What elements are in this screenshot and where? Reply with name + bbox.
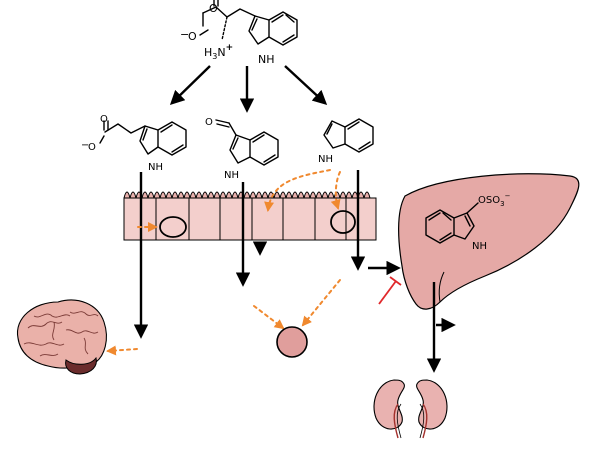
tryptophan-molecule: NH O O − H3N+	[180, 0, 298, 66]
cell-nucleus-icon	[159, 216, 187, 238]
brain-icon	[16, 299, 107, 375]
dashed-arrow-indole-to-nucleus	[330, 171, 341, 210]
indoxyl-sulfate-molecule: OSO3− NH	[425, 192, 511, 252]
tryptophan-o-charge: −	[180, 28, 189, 41]
inhibition-bar	[389, 276, 402, 286]
ipa-o-left-label: O	[88, 142, 96, 153]
tryptophan-amine-label: H3N+	[204, 43, 233, 61]
kidney-icon	[373, 379, 405, 439]
indoxyl-sulfate-label: OSO3−	[478, 192, 511, 208]
dashed-arrow-to-brain	[106, 345, 138, 356]
indoxyl-sulfate-nh-label: NH	[472, 241, 487, 252]
epithelial-cell-layer	[123, 197, 377, 241]
tryptophan-o-left-label: O	[188, 30, 197, 43]
intestinal-epithelium	[123, 191, 377, 241]
liver-icon	[398, 173, 580, 310]
dashed-arrow-to-vessel-right	[301, 279, 341, 327]
inhibition-line	[378, 280, 397, 305]
ia-nh-label: NH	[224, 170, 239, 181]
dashed-arrow-indole-to-epithelium	[264, 169, 331, 212]
indole-nh-label: NH	[318, 154, 333, 165]
indole-aldehyde-molecule: O NH	[205, 117, 279, 181]
indole-molecule: NH	[318, 118, 374, 165]
tryptophan-indole-ring	[248, 11, 298, 46]
arrow-to-indole-propionic-acid	[169, 65, 211, 106]
kidney-icon	[416, 379, 448, 439]
ipa-o-top-label: O	[100, 114, 108, 125]
ipa-o-charge: −	[81, 140, 89, 151]
cell-nucleus-icon	[330, 210, 356, 234]
tryptophan-nh-label: NH	[258, 53, 275, 66]
blood-vessel-icon	[276, 326, 308, 358]
tryptophan-alpha-bond	[221, 16, 228, 41]
dashed-arrow-to-vessel-left	[253, 305, 285, 330]
ipa-nh-label: NH	[148, 162, 163, 173]
indole-propionic-acid-molecule: O O − NH	[81, 114, 187, 173]
tryptophan-o-top-label: O	[209, 2, 218, 15]
ia-o-label: O	[205, 117, 213, 128]
arrow-to-indole	[284, 65, 328, 105]
